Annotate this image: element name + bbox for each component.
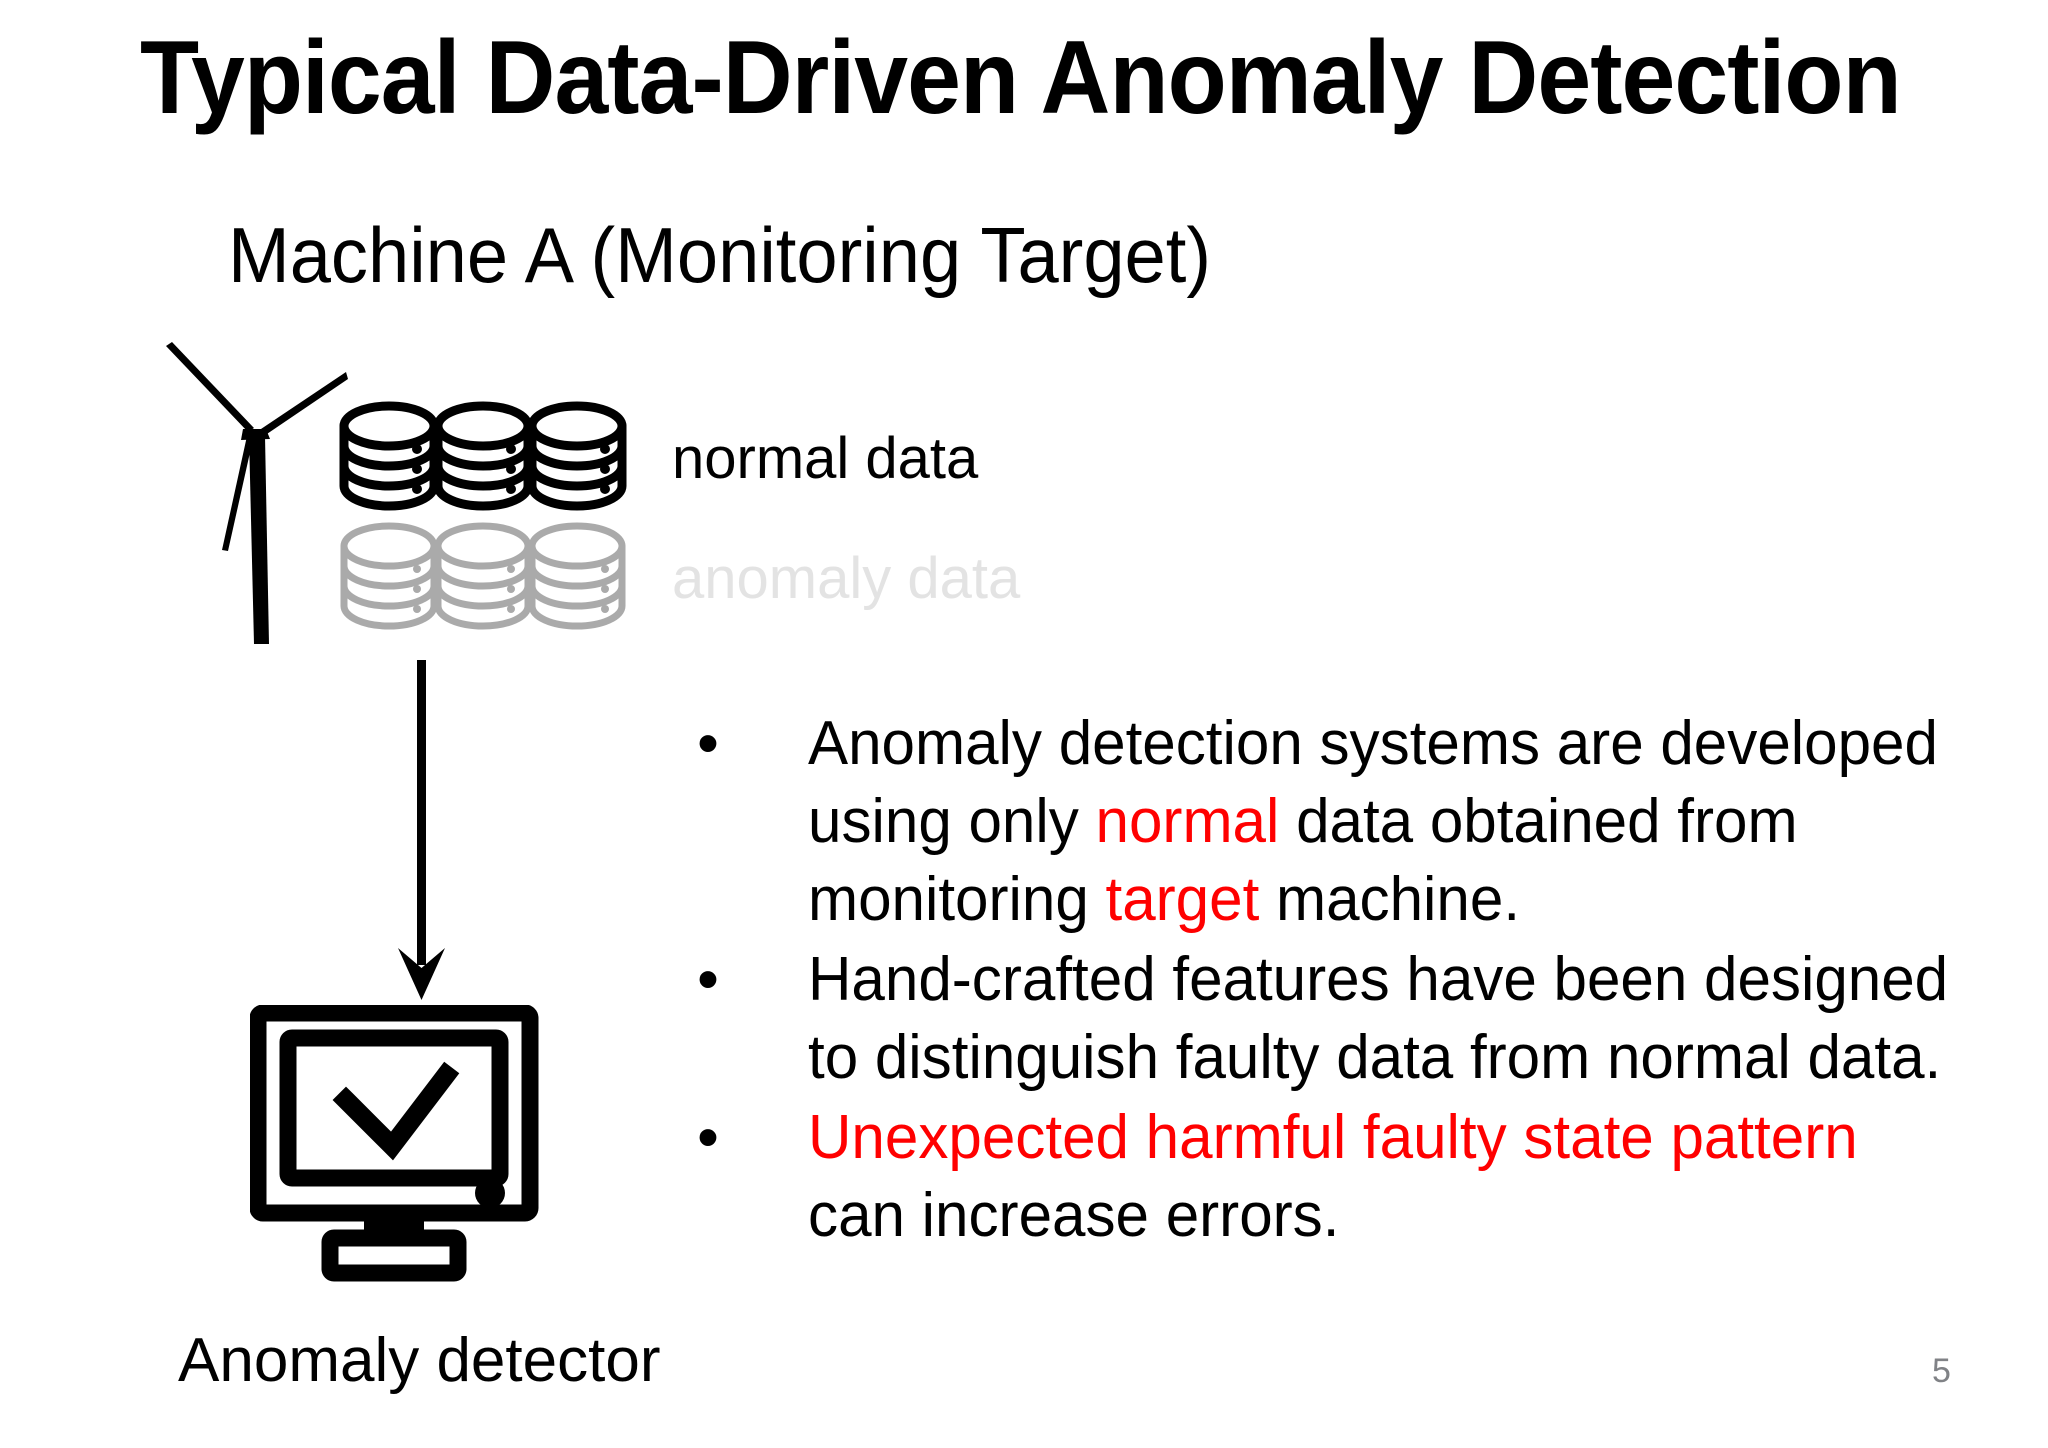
bullet-marker-icon: • bbox=[697, 709, 719, 778]
wind-turbine-icon bbox=[148, 332, 358, 667]
list-item: • Unexpected harmful faulty state patter… bbox=[690, 1099, 2000, 1255]
bullet-text: Hand-crafted features have been designed… bbox=[808, 941, 1964, 1097]
normal-data-stack-group bbox=[334, 398, 634, 520]
bullet-segment-highlight: target bbox=[1105, 865, 1260, 934]
page-title: Typical Data-Driven Anomaly Detection bbox=[140, 20, 1902, 136]
machine-label: Machine A (Monitoring Target) bbox=[228, 211, 1212, 299]
anomaly-detector-caption: Anomaly detector bbox=[178, 1326, 661, 1395]
page-number: 5 bbox=[1932, 1352, 1951, 1390]
anomaly-data-label: anomaly data bbox=[672, 546, 1021, 611]
bullet-marker-icon: • bbox=[697, 945, 719, 1014]
bullet-segment: Anomaly detection systems are developed … bbox=[808, 709, 1938, 856]
list-item: • Anomaly detection systems are develope… bbox=[690, 705, 2000, 939]
anomaly-data-stack-group bbox=[334, 518, 634, 640]
list-item: • Hand-crafted features have been design… bbox=[690, 941, 2000, 1097]
bullet-list: • Anomaly detection systems are develope… bbox=[690, 705, 2000, 1257]
bullet-segment: machine. bbox=[1259, 865, 1521, 934]
bullet-text: Unexpected harmful faulty state pattern … bbox=[808, 1099, 1964, 1255]
bullet-segment-highlight: Unexpected harmful faulty state pattern bbox=[808, 1103, 1858, 1172]
bullet-segment: can increase errors. bbox=[808, 1181, 1340, 1250]
down-arrow-icon bbox=[368, 660, 478, 1015]
bullet-segment: data obtained from monitoring bbox=[808, 787, 1798, 934]
monitor-check-icon bbox=[249, 1004, 560, 1310]
bullet-segment: Hand-crafted features have been designed… bbox=[808, 945, 1949, 1092]
bullet-marker-icon: • bbox=[697, 1103, 719, 1172]
normal-data-label: normal data bbox=[672, 426, 979, 491]
bullet-segment-highlight: normal bbox=[1095, 787, 1280, 856]
bullet-text: Anomaly detection systems are developed … bbox=[808, 705, 1964, 939]
